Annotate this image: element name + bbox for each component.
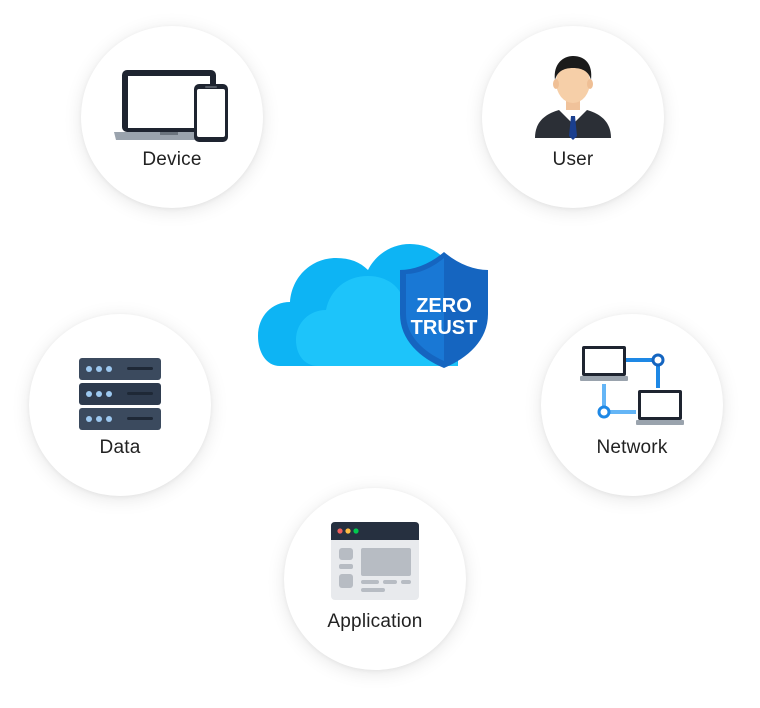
badge-line-2: TRUST [411, 317, 478, 339]
node-label: Application [327, 611, 423, 632]
laptop-phone-icon [81, 68, 263, 144]
node-label: Network [596, 437, 668, 458]
node-application: Application [284, 488, 466, 670]
businessman-icon [482, 52, 664, 140]
zero-trust-cloud: ZERO TRUST [258, 240, 498, 375]
node-network: Network [541, 314, 723, 496]
node-label: User [552, 149, 594, 170]
node-device: Device [81, 26, 263, 208]
node-user: User [482, 26, 664, 208]
node-data: Data [29, 314, 211, 496]
cloud-shield-icon: ZERO TRUST [258, 244, 488, 368]
node-label: Data [99, 437, 141, 458]
server-stack-icon [29, 358, 211, 430]
node-label: Device [142, 149, 202, 170]
app-window-icon [284, 522, 466, 600]
network-computers-icon [541, 344, 723, 428]
badge-line-1: ZERO [416, 295, 472, 317]
